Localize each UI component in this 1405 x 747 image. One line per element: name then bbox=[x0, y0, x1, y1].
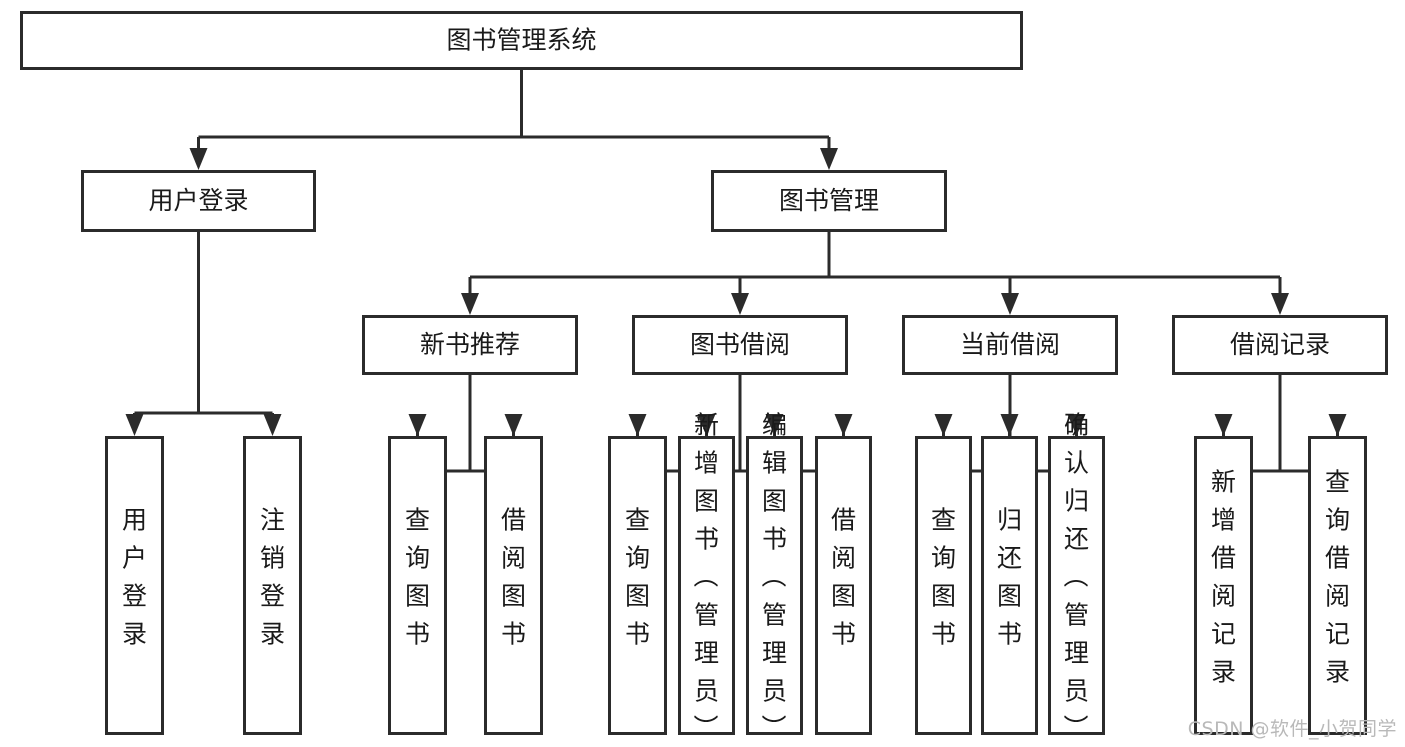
node-label: 查询图书 bbox=[931, 506, 956, 649]
arrowhead-新书推荐-1 bbox=[504, 414, 523, 436]
node-rect bbox=[902, 315, 1118, 375]
node-l2-1-图书管理[interactable]: 图书管理 bbox=[711, 170, 947, 232]
node-l2-0-用户登录[interactable]: 用户登录 bbox=[81, 170, 316, 232]
node-leaf-4-查询图书[interactable]: 查询图书 bbox=[608, 436, 667, 735]
arrowhead-用户登录-0 bbox=[125, 414, 144, 436]
node-l3-2-当前借阅[interactable]: 当前借阅 bbox=[902, 315, 1118, 375]
arrowhead-用户登录-1 bbox=[263, 414, 282, 436]
arrowhead-books-1 bbox=[731, 293, 749, 315]
node-rect bbox=[105, 436, 164, 735]
node-leaf-9-归还图书[interactable]: 归还图书 bbox=[981, 436, 1038, 735]
node-label: 用户登录 bbox=[148, 186, 248, 215]
node-leaf-1-注销登录[interactable]: 注销登录 bbox=[243, 436, 302, 735]
node-rect bbox=[632, 315, 848, 375]
watermark-label: CSDN @软件_小贺同学 bbox=[1187, 718, 1397, 740]
node-label: 新增借阅记录 bbox=[1211, 468, 1236, 687]
node-root-0-图书管理系统[interactable]: 图书管理系统 bbox=[20, 11, 1023, 70]
node-leaf-8-查询图书[interactable]: 查询图书 bbox=[915, 436, 972, 735]
node-rect bbox=[243, 436, 302, 735]
node-l3-3-借阅记录[interactable]: 借阅记录 bbox=[1172, 315, 1388, 375]
node-leaf-11-新增借阅记录[interactable]: 新增借阅记录 bbox=[1194, 436, 1253, 735]
node-rect bbox=[1048, 436, 1105, 735]
node-rect bbox=[746, 436, 803, 735]
node-label: 图书借阅 bbox=[690, 330, 790, 359]
arrowhead-借阅记录-1 bbox=[1328, 414, 1347, 436]
connector-layer bbox=[125, 70, 1347, 473]
node-rect bbox=[678, 436, 735, 735]
node-rect bbox=[1172, 315, 1388, 375]
arrowhead-books-3 bbox=[1271, 293, 1289, 315]
arrowhead-图书借阅-2 bbox=[765, 414, 784, 436]
node-leaf-0-用户登录[interactable]: 用户登录 bbox=[105, 436, 164, 735]
arrowhead-当前借阅-2 bbox=[1067, 414, 1086, 436]
arrowhead-图书借阅-1 bbox=[697, 414, 716, 436]
arrowhead-books-2 bbox=[1001, 293, 1019, 315]
node-label: 查询借阅记录 bbox=[1325, 468, 1350, 687]
arrowhead-root-1 bbox=[820, 148, 838, 170]
node-label: 新增图书（管理员） bbox=[694, 411, 720, 744]
node-rect bbox=[981, 436, 1038, 735]
node-label: 图书管理 bbox=[779, 186, 879, 215]
node-leaf-7-借阅图书[interactable]: 借阅图书 bbox=[815, 436, 872, 735]
node-label: 编辑图书（管理员） bbox=[762, 411, 788, 744]
node-rect bbox=[388, 436, 447, 735]
node-label: 用户登录 bbox=[122, 506, 147, 649]
node-rect bbox=[484, 436, 543, 735]
arrowhead-当前借阅-0 bbox=[934, 414, 953, 436]
node-label: 当前借阅 bbox=[960, 330, 1060, 359]
node-label: 新书推荐 bbox=[420, 330, 520, 359]
node-rect bbox=[815, 436, 872, 735]
node-rect bbox=[20, 11, 1023, 70]
arrowhead-图书借阅-3 bbox=[834, 414, 853, 436]
node-rect bbox=[362, 315, 578, 375]
node-l3-0-新书推荐[interactable]: 新书推荐 bbox=[362, 315, 578, 375]
node-leaf-6-编辑图书管理员[interactable]: 编辑图书（管理员） bbox=[746, 411, 803, 744]
node-layer: 图书管理系统用户登录图书管理新书推荐图书借阅当前借阅借阅记录用户登录注销登录查询… bbox=[20, 11, 1388, 744]
node-label: 查询图书 bbox=[625, 506, 650, 649]
node-leaf-2-查询图书[interactable]: 查询图书 bbox=[388, 436, 447, 735]
node-rect bbox=[81, 170, 316, 232]
node-leaf-5-新增图书管理员[interactable]: 新增图书（管理员） bbox=[678, 411, 735, 744]
node-leaf-3-借阅图书[interactable]: 借阅图书 bbox=[484, 436, 543, 735]
node-label: 查询图书 bbox=[405, 506, 430, 649]
arrowhead-图书借阅-0 bbox=[628, 414, 647, 436]
node-l3-1-图书借阅[interactable]: 图书借阅 bbox=[632, 315, 848, 375]
arrowhead-当前借阅-1 bbox=[1000, 414, 1019, 436]
arrowhead-books-0 bbox=[461, 293, 479, 315]
node-rect bbox=[1308, 436, 1367, 735]
node-leaf-12-查询借阅记录[interactable]: 查询借阅记录 bbox=[1308, 436, 1367, 735]
node-label: 确认归还（管理员） bbox=[1064, 411, 1090, 744]
node-label: 图书管理系统 bbox=[446, 26, 596, 55]
node-label: 归还图书 bbox=[997, 506, 1022, 649]
node-rect bbox=[915, 436, 972, 735]
node-rect bbox=[1194, 436, 1253, 735]
node-label: 借阅记录 bbox=[1230, 330, 1330, 359]
node-leaf-10-确认归还管理员[interactable]: 确认归还（管理员） bbox=[1048, 411, 1105, 744]
arrowhead-借阅记录-0 bbox=[1214, 414, 1233, 436]
node-label: 借阅图书 bbox=[501, 506, 526, 649]
node-rect bbox=[608, 436, 667, 735]
node-rect bbox=[711, 170, 947, 232]
node-label: 注销登录 bbox=[260, 506, 285, 649]
arrowhead-root-0 bbox=[189, 148, 208, 170]
arrowhead-新书推荐-0 bbox=[408, 414, 427, 436]
node-label: 借阅图书 bbox=[831, 506, 856, 649]
